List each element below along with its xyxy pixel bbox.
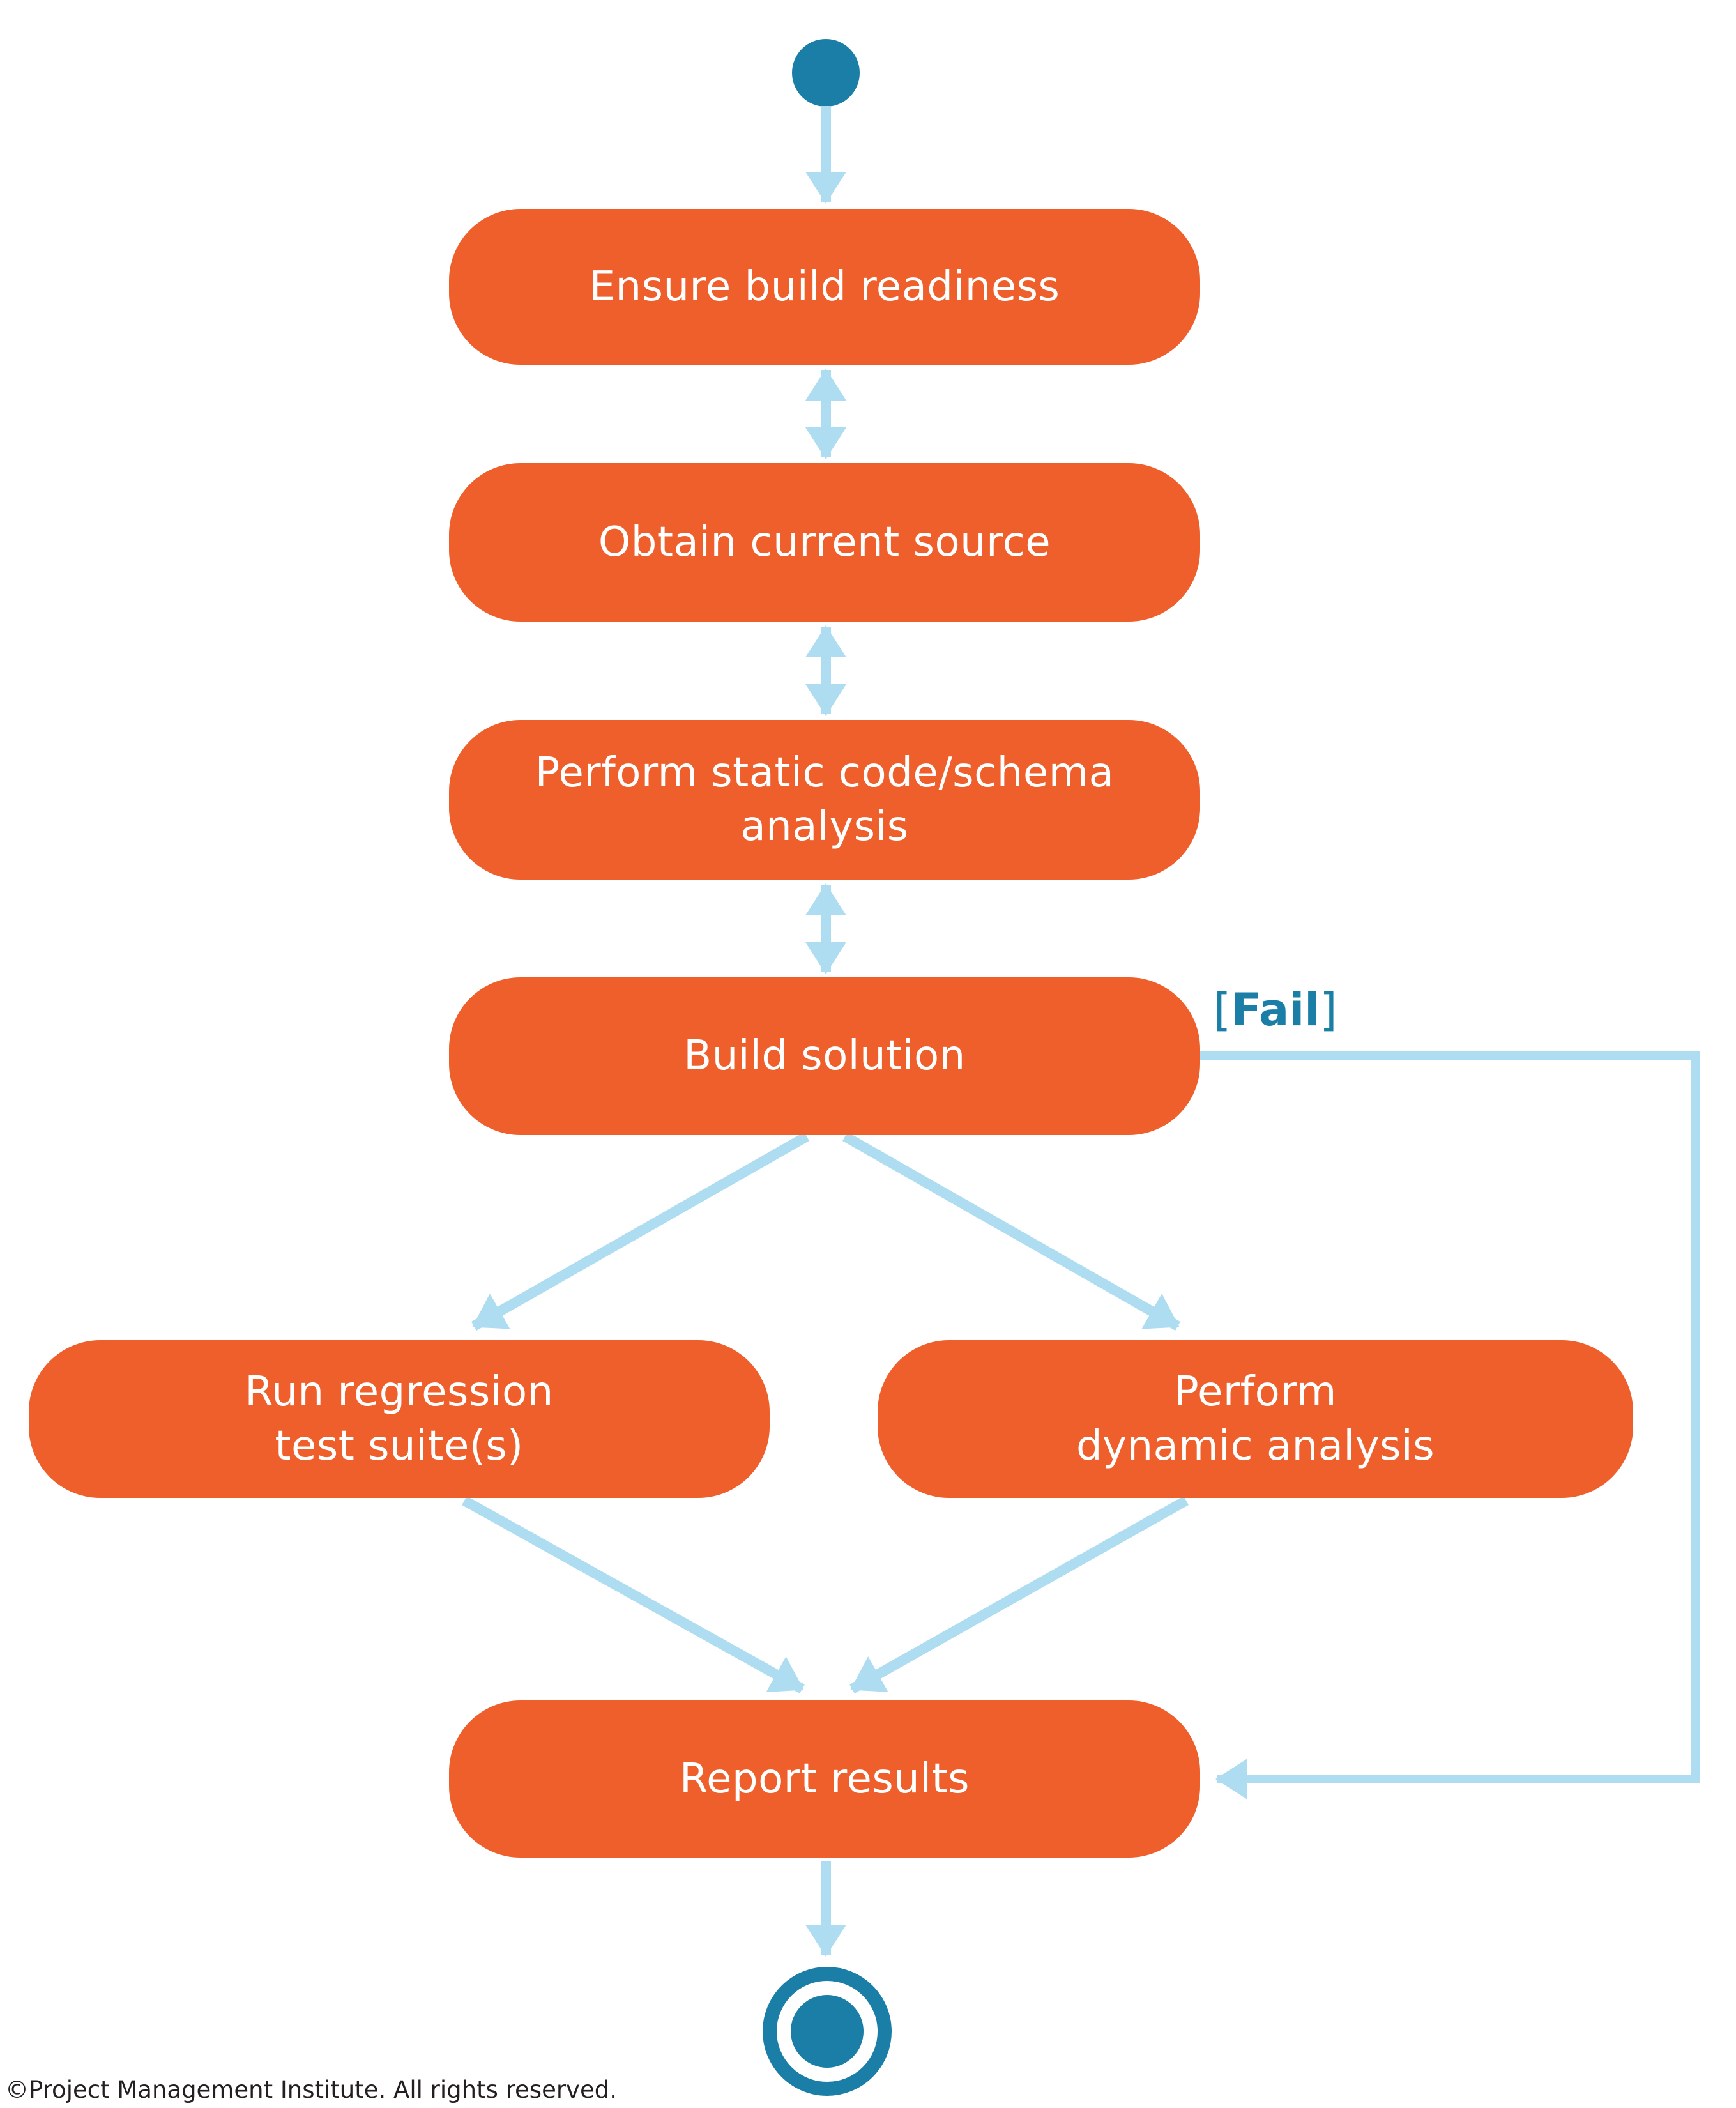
node-label-line: analysis	[740, 803, 909, 850]
edge-build-to-dynamic	[842, 1132, 1180, 1331]
node-label: Ensure build readiness	[589, 263, 1060, 310]
edge-build-to-regression	[471, 1132, 809, 1331]
node-label-line: test suite(s)	[275, 1422, 524, 1470]
edge-regression-to-report	[462, 1496, 805, 1693]
activity-node-static-analysis: Perform static code/schema analysis	[449, 720, 1200, 880]
node-label-line: Perform static code/schema	[535, 749, 1115, 797]
activity-node-report-results: Report results	[449, 1700, 1200, 1858]
edge-guard-label-fail: [Fail]	[1214, 988, 1337, 1032]
guard-open-bracket: [	[1214, 984, 1231, 1036]
node-label: Report results	[680, 1755, 970, 1803]
node-label-line: Perform	[1174, 1368, 1337, 1416]
start-node	[792, 39, 860, 107]
activity-node-dynamic-analysis: Perform dynamic analysis	[878, 1340, 1633, 1498]
activity-node-obtain-current-source: Obtain current source	[449, 463, 1200, 622]
activity-node-ensure-build-readiness: Ensure build readiness	[449, 209, 1200, 365]
edge-build-fail-to-report	[1200, 1051, 1700, 1799]
guard-close-bracket: ]	[1320, 984, 1337, 1036]
activity-node-build-solution: Build solution	[449, 977, 1200, 1135]
node-label-line: Run regression	[245, 1368, 554, 1416]
end-node	[791, 1995, 864, 2068]
activity-node-run-regression-tests: Run regression test suite(s)	[29, 1340, 770, 1498]
node-label: Build solution	[683, 1032, 966, 1080]
edge-dynamic-to-report	[849, 1496, 1189, 1693]
guard-text: Fail	[1231, 984, 1320, 1036]
node-label: Obtain current source	[598, 518, 1051, 566]
copyright-notice: ©Project Management Institute. All right…	[5, 2076, 617, 2104]
node-label-line: dynamic analysis	[1076, 1422, 1435, 1470]
